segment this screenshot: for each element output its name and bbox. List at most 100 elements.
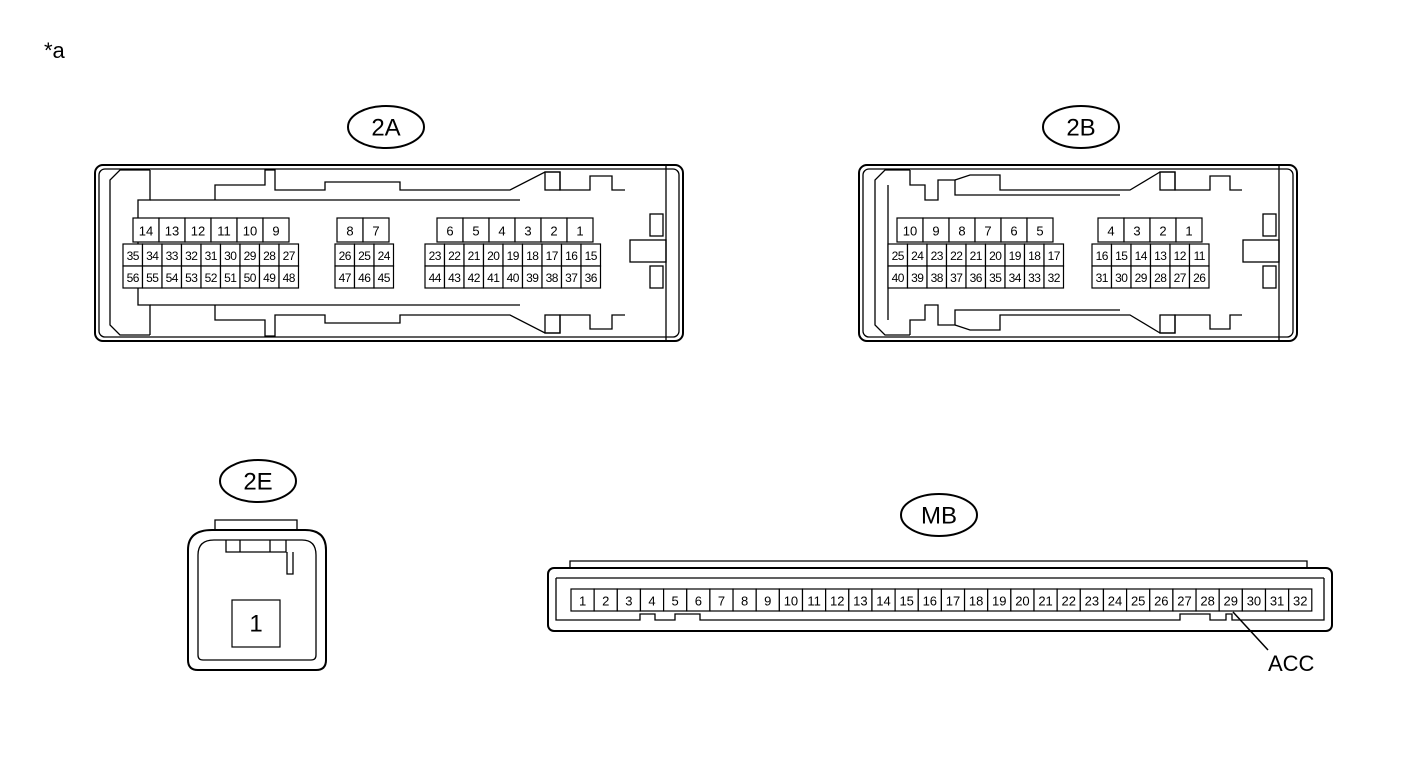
pin-number: 32 [1293,594,1307,609]
connector-label-bubble [347,105,425,149]
pin-number: 15 [1115,249,1128,263]
pin-number: 9 [272,224,279,239]
pin-number: 39 [911,271,924,285]
pin-number: 54 [166,271,179,285]
pin-number: 27 [1174,271,1187,285]
pin-number: 52 [205,271,218,285]
connector-label: 2A [371,115,400,142]
pin-number: 30 [1115,271,1128,285]
pin-number: 18 [1028,249,1041,263]
pin-cell [922,217,950,243]
pin-number: 11 [217,224,231,239]
pin-number: 29 [1224,594,1238,609]
pin-number: 21 [468,249,481,263]
pin-number: 25 [358,249,371,263]
pin-number: 14 [1135,249,1148,263]
pin-cell [1097,217,1125,243]
pin-number: 27 [1177,594,1191,609]
pin-cell [184,217,212,243]
pin-number: 43 [448,271,461,285]
pin-number: 10 [903,224,917,239]
pin-number: 35 [989,271,1002,285]
pin-number: 15 [585,249,598,263]
connector-housing [858,164,1298,342]
pin-number: 38 [546,271,559,285]
pin-cell [1188,265,1210,289]
pin-number: 49 [263,271,276,285]
pin-number: 51 [224,271,237,285]
pin-number: 8 [958,224,965,239]
pin-number: 11 [807,594,821,609]
pin-number: 33 [166,249,179,263]
pin-cell [488,217,516,243]
pin-number: 39 [526,271,539,285]
pin-number: 12 [191,224,205,239]
pin-number: 53 [185,271,198,285]
pin-number: 30 [224,249,237,263]
pin-number: 55 [146,271,159,285]
pin-cell [974,217,1002,243]
pin-number: 12 [830,594,844,609]
callout-leader [1232,611,1269,651]
pin-number: 18 [969,594,983,609]
pin-number: 2 [550,224,557,239]
pin-number: 31 [1096,271,1109,285]
pin-number: 7 [984,224,991,239]
pin-number: 20 [487,249,500,263]
pin-cell [1175,217,1203,243]
pin-number: 26 [1154,594,1168,609]
pin-number: 45 [378,271,391,285]
pin-number: 24 [378,249,391,263]
pin-number: 10 [784,594,798,609]
pin-number: 9 [932,224,939,239]
pin-number: 33 [1028,271,1041,285]
pin-number: 31 [205,249,218,263]
pin-number: 2 [602,594,609,609]
pin-cell [158,217,186,243]
connector-label-bubble [900,493,978,537]
pin-number: 40 [892,271,905,285]
pin-number: 7 [718,594,725,609]
connector-label-bubble [1042,105,1120,149]
pin-number: 10 [243,224,257,239]
pin-cell [210,217,238,243]
pin-number: 30 [1247,594,1261,609]
pin-number: 19 [507,249,520,263]
connector-housing [547,560,1333,632]
pin-number: 28 [1154,271,1167,285]
pin-number: 6 [446,224,453,239]
pin-number: 1 [579,594,586,609]
connector-label: 2E [243,469,272,496]
pin-number: 17 [546,249,559,263]
pin-number: 11 [1194,249,1206,263]
pin-number: 24 [1108,594,1122,609]
pin-number: 47 [339,271,352,285]
pin-number: 16 [565,249,578,263]
pin-cell [580,265,602,289]
pin-number: 23 [429,249,442,263]
pin-cell [362,217,390,243]
pin-number: 6 [695,594,702,609]
pin-number: 13 [165,224,179,239]
pin-cell [373,265,395,289]
pin-cell [1288,588,1313,612]
pin-number: 29 [1135,271,1148,285]
pin-number: 26 [1193,271,1206,285]
pin-number: 29 [244,249,257,263]
pin-number: 31 [1270,594,1284,609]
pin-number: 3 [625,594,632,609]
pin-number: 56 [127,271,140,285]
pin-number: 20 [989,249,1002,263]
connector-2e: 2E 1 [187,459,327,671]
pin-number: 13 [1154,249,1167,263]
pin-cell [948,217,976,243]
pin-number: 3 [1133,224,1140,239]
pin-number: 7 [372,224,379,239]
pin-number: 24 [911,249,924,263]
pin-number: 26 [339,249,352,263]
figure-note: *a [44,38,66,63]
